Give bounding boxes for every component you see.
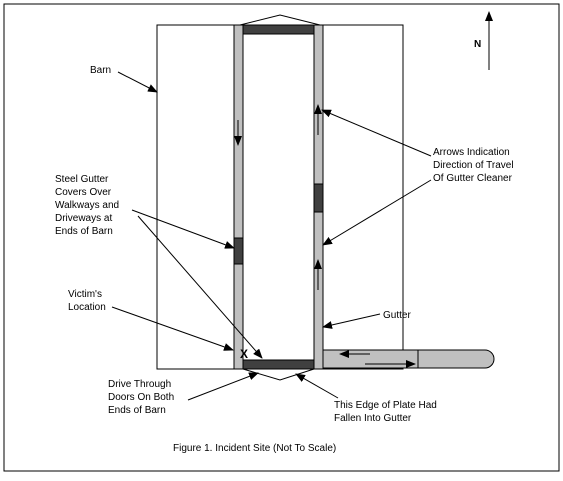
label-steel-5: Ends of Barn bbox=[55, 226, 113, 237]
leader-arrows-upper bbox=[321, 109, 432, 157]
label-drive-2: Doors On Both bbox=[108, 392, 174, 403]
leader-steel-bottom bbox=[137, 215, 263, 359]
label-arrows-1: Arrows Indication bbox=[433, 147, 510, 158]
steel-cover-top bbox=[242, 24, 315, 35]
label-steel-4: Driveways at bbox=[55, 213, 112, 224]
leader-drive bbox=[187, 372, 259, 401]
leader-steel-left bbox=[131, 209, 235, 249]
label-steel-3: Walkways and bbox=[55, 200, 119, 211]
label-steel-2: Covers Over bbox=[55, 187, 112, 198]
label-steel-1: Steel Gutter bbox=[55, 174, 109, 185]
leader-gutter bbox=[322, 313, 381, 329]
label-arrows-3: Of Gutter Cleaner bbox=[433, 173, 513, 184]
label-gutter: Gutter bbox=[383, 310, 411, 321]
outer-frame bbox=[3, 3, 560, 472]
label-victim-2: Location bbox=[68, 302, 106, 313]
roof-peak-top bbox=[239, 14, 321, 26]
north-label: N bbox=[474, 39, 481, 50]
figure-caption: Figure 1. Incident Site (Not To Scale) bbox=[173, 443, 336, 454]
label-victim-1: Victim's bbox=[68, 289, 102, 300]
label-arrows-2: Direction of Travel bbox=[433, 160, 514, 171]
leader-arrows-lower bbox=[322, 179, 432, 246]
label-plate-2: Fallen Into Gutter bbox=[334, 413, 412, 424]
gutter-outlet bbox=[322, 349, 495, 369]
label-drive-3: Ends of Barn bbox=[108, 405, 166, 416]
leader-barn bbox=[117, 71, 158, 93]
steel-cover-bottom bbox=[242, 359, 315, 370]
label-drive-1: Drive Through bbox=[108, 379, 171, 390]
leader-plate bbox=[295, 373, 339, 399]
leader-victim bbox=[111, 306, 234, 351]
steel-cover-right bbox=[313, 183, 324, 213]
steel-cover-left bbox=[233, 237, 244, 265]
label-barn: Barn bbox=[90, 65, 111, 76]
gutter-left bbox=[233, 24, 244, 370]
victim-marker: X bbox=[240, 347, 248, 361]
label-plate-1: This Edge of Plate Had bbox=[334, 400, 437, 411]
